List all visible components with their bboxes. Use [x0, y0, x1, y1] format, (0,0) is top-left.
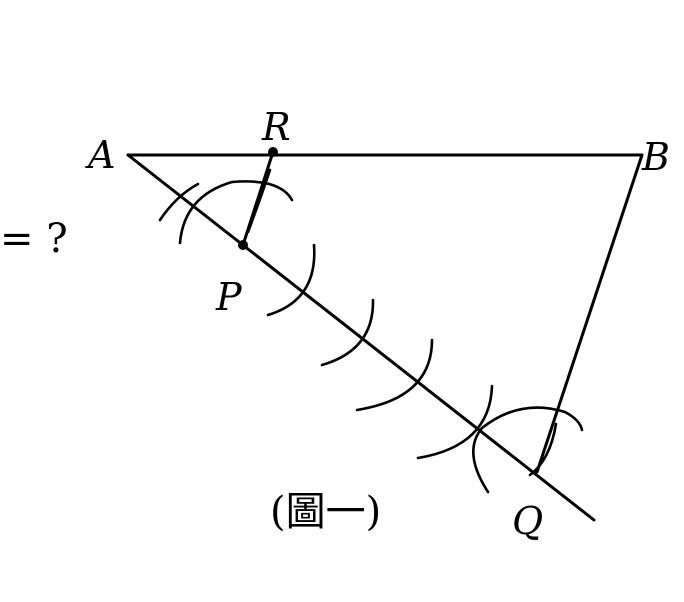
segment-bq	[535, 153, 644, 474]
point-p-dot	[238, 240, 248, 250]
arc-small-a-center	[158, 182, 200, 222]
point-r-dot	[268, 147, 278, 157]
label-r: R	[261, 105, 291, 149]
equals-question-text: = ?	[0, 216, 68, 262]
arc-near-q-cross	[528, 422, 558, 477]
ray-a-through-q	[126, 153, 596, 522]
arc-division-1	[266, 243, 316, 317]
arc-around-p-upper	[178, 180, 294, 245]
label-q: Q	[512, 499, 543, 543]
label-a: A	[85, 133, 115, 177]
label-b: B	[641, 135, 670, 179]
arc-through-r-cross	[246, 168, 272, 234]
arc-division-3	[355, 338, 434, 412]
label-p: P	[215, 275, 243, 319]
arc-division-4	[416, 384, 494, 460]
arc-around-q-large	[472, 406, 584, 494]
figure-caption: (圖一)	[270, 489, 381, 535]
arc-division-2	[320, 298, 375, 367]
